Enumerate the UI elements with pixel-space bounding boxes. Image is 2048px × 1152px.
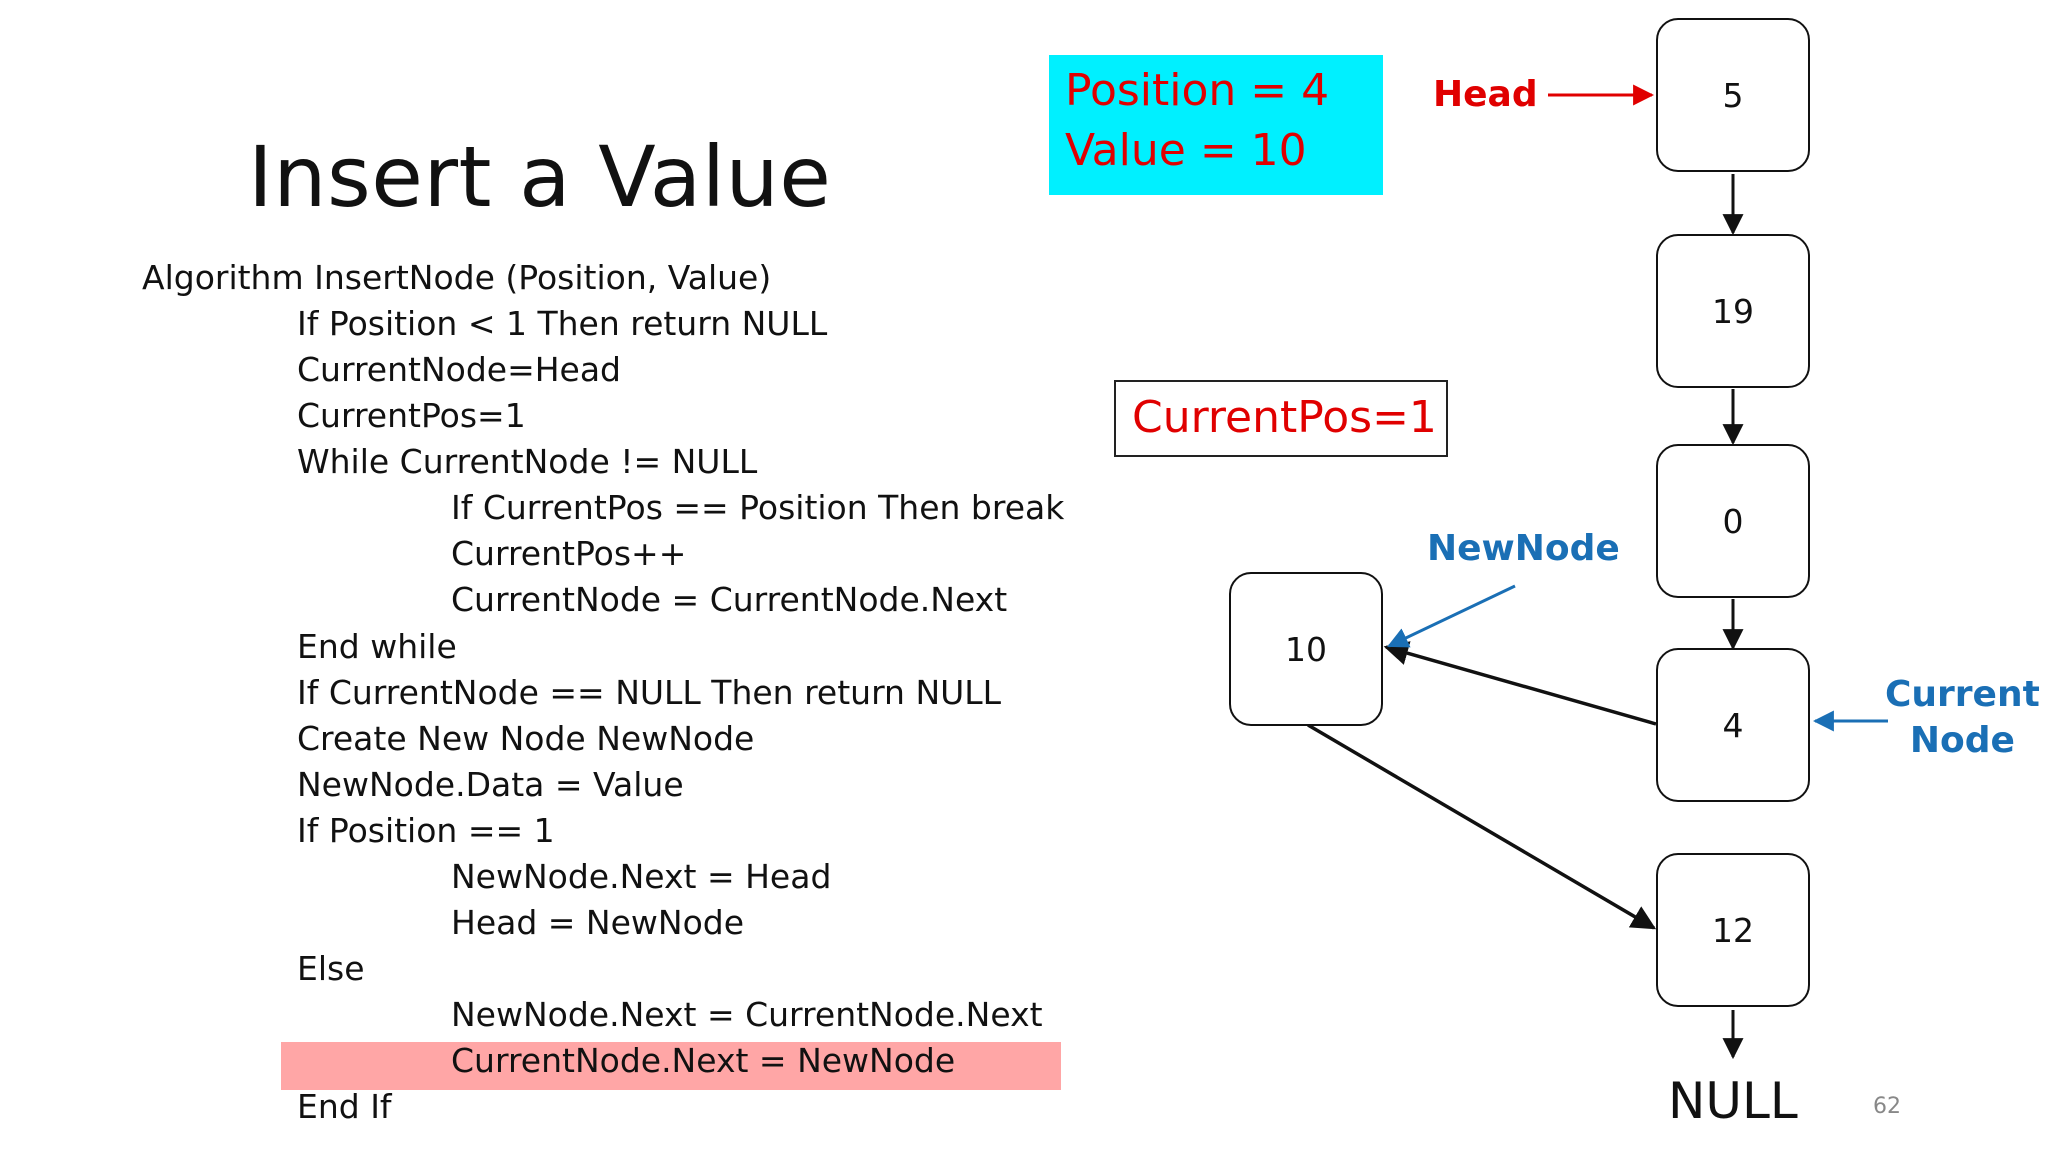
link-new-to-12 (1307, 723, 1657, 930)
link-4-to-new (1383, 641, 1657, 726)
current-pos-text: CurrentPos=1 (1132, 392, 1437, 443)
newnode-label: NewNode (1427, 528, 1620, 569)
list-node-19: 19 (1656, 234, 1810, 388)
code-line-16: Else (297, 949, 365, 988)
current-node-label: Current Node (1885, 672, 2040, 764)
code-line-2: If Position < 1 Then return NULL (297, 304, 828, 343)
code-line-18-highlighted: CurrentNode.Next = NewNode (451, 1041, 956, 1080)
code-line-8: CurrentNode = CurrentNode.Next (451, 580, 1008, 619)
code-line-6: If CurrentPos == Position Then break (451, 488, 1065, 527)
newnode-pointer (1387, 584, 1516, 648)
code-line-17: NewNode.Next = CurrentNode.Next (451, 995, 1043, 1034)
current-pos-box: CurrentPos=1 (1114, 380, 1448, 457)
new-node-10: 10 (1229, 572, 1383, 726)
code-line-5: While CurrentNode != NULL (297, 442, 758, 481)
algorithm-code: Algorithm InsertNode (Position, Value) I… (142, 258, 1065, 1126)
code-line-4: CurrentPos=1 (297, 396, 526, 435)
list-node-0: 0 (1656, 444, 1810, 598)
code-line-19: End If (297, 1087, 392, 1126)
code-line-11: Create New Node NewNode (297, 719, 755, 758)
position-param: Position = 4 (1065, 65, 1330, 116)
list-node-4: 4 (1656, 648, 1810, 802)
highlight-bar (281, 1042, 1061, 1090)
current-node-label-line1: Current (1885, 674, 2040, 715)
code-line-7: CurrentPos++ (451, 534, 687, 573)
code-line-14: NewNode.Next = Head (451, 857, 832, 896)
code-line-10: If CurrentNode == NULL Then return NULL (297, 673, 1002, 712)
list-node-5: 5 (1656, 18, 1810, 172)
code-line-13: If Position == 1 (297, 811, 555, 850)
code-line-9: End while (297, 627, 457, 666)
list-node-12: 12 (1656, 853, 1810, 1007)
current-node-label-line2: Node (1909, 720, 2015, 761)
code-line-12: NewNode.Data = Value (297, 765, 684, 804)
null-label: NULL (1668, 1072, 1798, 1130)
code-line-15: Head = NewNode (451, 903, 745, 942)
params-box: Position = 4 Value = 10 (1049, 55, 1383, 195)
code-line-1: Algorithm InsertNode (Position, Value) (142, 258, 772, 297)
value-param: Value = 10 (1065, 125, 1307, 176)
slide-title: Insert a Value (248, 128, 832, 226)
code-line-3: CurrentNode=Head (297, 350, 622, 389)
page-number: 62 (1873, 1094, 1901, 1119)
head-label: Head (1433, 74, 1538, 115)
